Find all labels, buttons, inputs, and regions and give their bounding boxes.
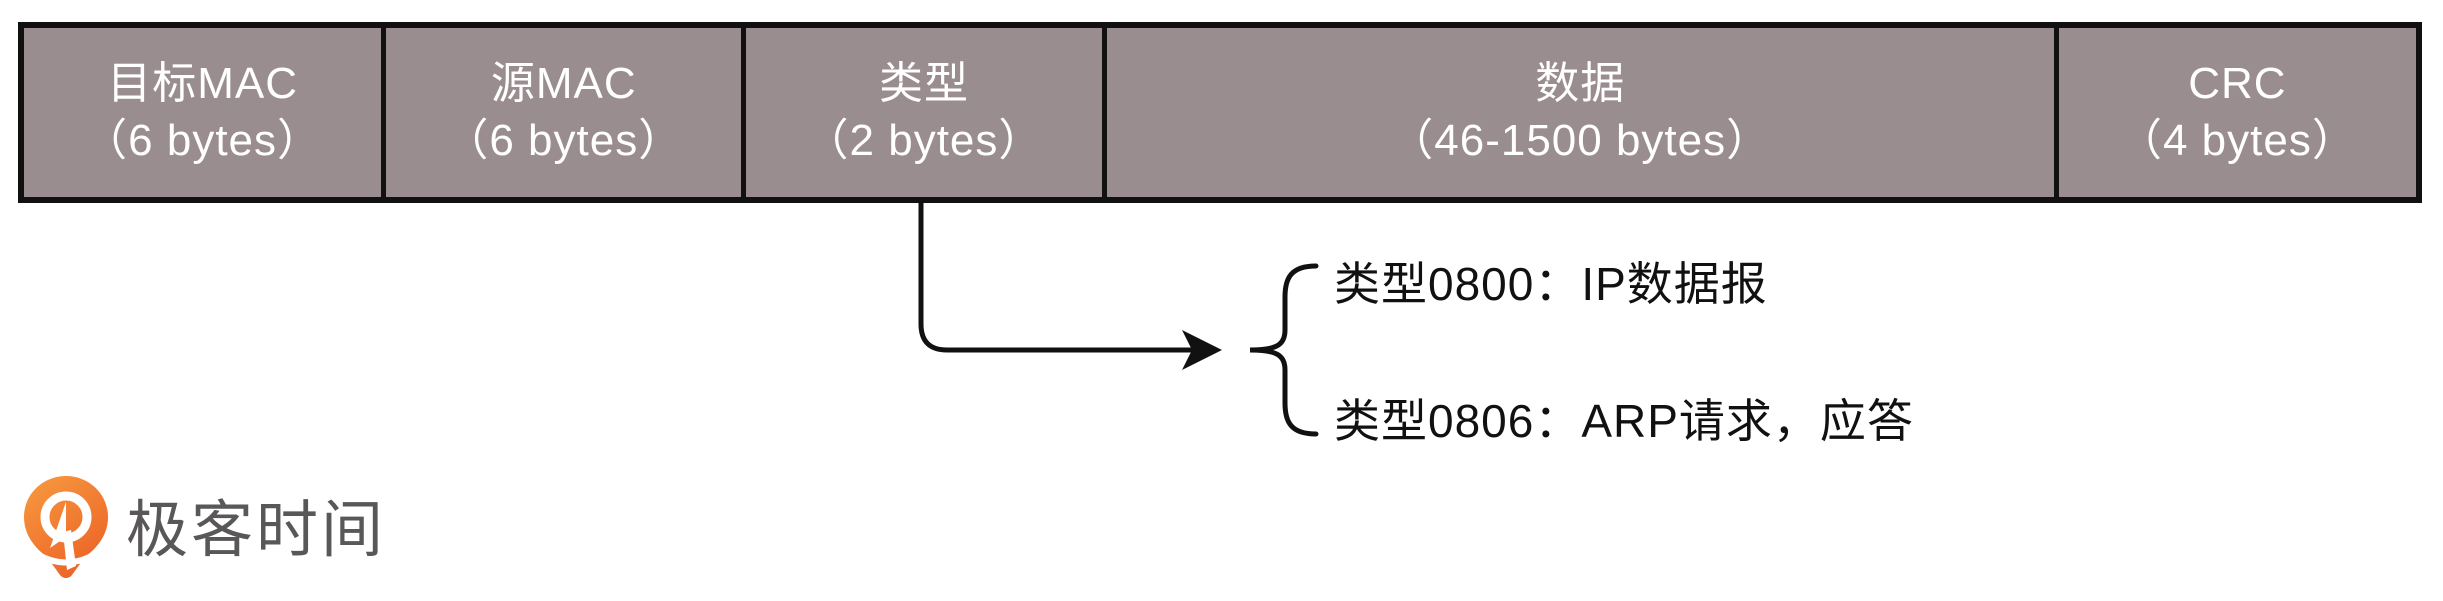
field-src-mac: 源MAC （6 bytes） [386,28,742,197]
geektime-logo-text: 极客时间 [126,496,387,565]
field-size: （2 bytes） [804,115,1044,165]
field-type: 类型 （2 bytes） [746,28,1102,197]
pin-cut-arc [35,551,97,566]
annotation-type-0806: 类型0806：ARP请求，应答 [1334,395,1914,447]
needle-tail-icon [63,530,76,570]
curly-brace [1249,263,1319,437]
arrowhead-icon [1182,330,1222,370]
field-size: （6 bytes） [444,115,684,165]
field-size: （46-1500 bytes） [1389,115,1772,165]
field-title: 目标MAC [107,59,298,109]
field-size: （4 bytes） [2117,115,2357,165]
geektime-pin-icon [24,476,108,578]
field-data: 数据 （46-1500 bytes） [1106,28,2054,197]
field-title: 源MAC [490,59,637,109]
field-size: （6 bytes） [83,115,323,165]
frame-structure-table: 目标MAC （6 bytes） 源MAC （6 bytes） 类型 （2 byt… [18,22,2422,203]
field-title: 类型 [878,59,969,109]
field-dest-mac: 目标MAC （6 bytes） [24,28,382,197]
field-title: 数据 [1535,59,1626,109]
field-crc: CRC （4 bytes） [2058,28,2416,197]
annotation-type-0800: 类型0800：IP数据报 [1334,258,1768,310]
elbow-connector-line [918,203,1192,353]
needle-icon [50,502,66,548]
field-title: CRC [2188,59,2287,109]
geektime-logo: 极客时间 [22,474,386,584]
